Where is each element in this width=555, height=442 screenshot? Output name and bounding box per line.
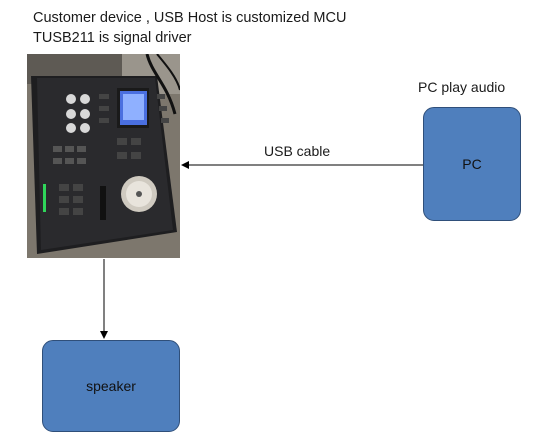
- diagram-title-line-2: TUSB211 is signal driver: [33, 30, 192, 46]
- speaker-box: speaker: [42, 340, 180, 432]
- pc-box-label: PC: [462, 156, 482, 172]
- usb-cable-label: USB cable: [264, 143, 331, 159]
- customer-device-photo: [27, 54, 180, 258]
- diagram-title-line-1: Customer device , USB Host is customized…: [33, 10, 347, 26]
- device-illustration: [27, 54, 180, 258]
- pc-box: PC: [423, 107, 521, 221]
- speaker-box-label: speaker: [86, 378, 136, 394]
- pc-play-audio-label: PC play audio: [418, 79, 506, 95]
